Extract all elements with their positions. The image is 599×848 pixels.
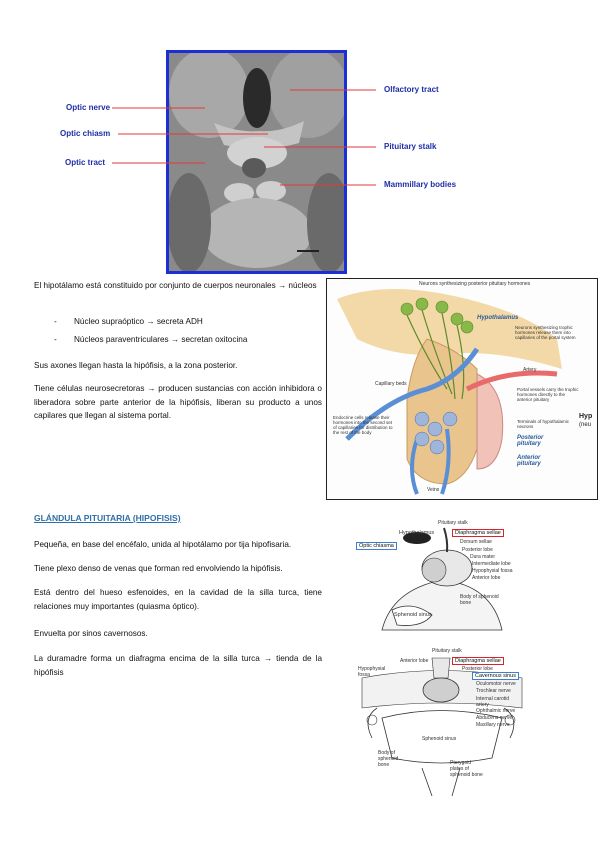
label-sphenoid-sinus: Sphenoid sinus	[394, 612, 432, 618]
label-internal-carotid: Internal carotid artery	[476, 696, 510, 708]
label-hypophysial-fossa: Hypophysial fossa	[472, 568, 513, 574]
paragraph-pequena: Pequeña, en base del encéfalo, unida al …	[34, 540, 292, 549]
portal-system-illustration	[337, 289, 562, 495]
label-optic-tract: Optic tract	[65, 158, 106, 167]
label-oculomotor-nerve: Oculomotor nerve	[476, 681, 516, 687]
paragraph-neurosecretoras: Tiene células neurosecretoras → producen…	[34, 384, 322, 420]
label-maxillary-nerve: Maxillary nerve	[476, 722, 510, 728]
pituitary-coronal-diagram: Pituitary stalk Anterior lobe Diaphragma…	[352, 648, 530, 798]
paragraph-axones: Sus axones llegan hasta la hipófisis, a …	[34, 361, 238, 370]
label-sphenoid-sinus: Sphenoid sinus	[422, 736, 457, 742]
label-posterior-lobe: Posterior lobe	[462, 547, 493, 553]
paragraph-cavernosos: Envuelta por sinos cavernosos.	[34, 629, 148, 638]
label-artery: Artery	[523, 367, 537, 373]
label-ophthalmic-nerve: Ophthalmic nerve	[476, 708, 516, 714]
hypothalamus-pituitary-diagram: Neurons synthesizing posterior pituitary…	[326, 278, 598, 500]
label-pituitary-stalk: Pituitary stalk	[432, 648, 462, 654]
brain-photo-illustration	[169, 53, 344, 271]
label-dura-mater: Dura mater	[470, 554, 496, 560]
label-hypophysial-fossa: Hypophysial fossa	[358, 666, 386, 678]
label-trochlear-nerve: Trochlear nerve	[476, 688, 511, 694]
label-diaphragma-sellae: Diaphragma sellae	[452, 529, 504, 537]
label-body-sphenoid: Body of sphenoid bone	[378, 750, 399, 768]
label-anterior-lobe: Anterior lobe	[400, 658, 429, 664]
label-cavernous-sinus: Cavernous sinus	[472, 672, 519, 680]
paragraph-plexo: Tiene plexo denso de venas que forman re…	[34, 564, 283, 573]
label-capillary-beds: Capillary beds	[375, 381, 407, 387]
label-olfactory-tract: Olfactory tract	[384, 85, 439, 94]
label-anterior-lobe: Anterior lobe	[472, 575, 501, 581]
label-pituitary-stalk: Pituitary stalk	[438, 520, 468, 526]
label-portal-vessels: Portal vessels carry the trophic hormone…	[517, 387, 579, 402]
label-optic-chiasma: Optic chiasma	[356, 542, 397, 550]
label-edge-neu: (neu	[579, 422, 592, 428]
label-posterior-lobe: Posterior lobe	[462, 666, 493, 672]
label-pituitary-stalk: Pituitary stalk	[384, 142, 437, 151]
list-item-text: Núcleo supraóptico → secreta ADH	[74, 317, 203, 326]
label-terminals: Terminals of hypothalamic neurons	[517, 419, 570, 429]
label-diaphragma-sellae: Diaphragma sellae	[452, 657, 504, 665]
label-neurons-posterior: Neurons synthesizing posterior pituitary…	[419, 281, 531, 287]
label-posterior-pituitary: Posterior pituitary	[517, 435, 544, 447]
label-optic-chiasm: Optic chiasm	[60, 129, 111, 138]
label-dorsum-sellae: Dorsum sellae	[460, 539, 492, 545]
paragraph-duramadre: La duramadre forma un diafragma encima d…	[34, 654, 322, 677]
label-intermediate-lobe: Intermediate lobe	[472, 561, 511, 567]
label-anterior-pituitary: Anterior pituitary	[517, 455, 541, 467]
paragraph-hipotalamo: El hipotálamo está constituido por conju…	[34, 281, 317, 290]
coronal-illustration	[361, 657, 523, 797]
label-mammillary-bodies: Mammillary bodies	[384, 180, 457, 189]
label-optic-nerve: Optic nerve	[66, 103, 111, 112]
label-hypothalamus: Hypothalamus	[399, 530, 435, 536]
paragraph-esfenoides: Está dentro del hueso esfenoides, en la …	[34, 588, 322, 611]
label-veins: Veins	[427, 487, 440, 493]
sagittal-illustration	[381, 527, 503, 631]
label-body-sphenoid: Body of sphenoid bone	[460, 594, 499, 606]
label-hypothalamus: Hypothalamus	[477, 315, 519, 321]
label-abducens-nerve: Abducens nerve	[476, 715, 513, 721]
label-neurons-trophic: Neurons synthesizing trophic hormones re…	[515, 325, 576, 340]
label-endocrine-cells: Endocrine cells release their hormones i…	[333, 415, 393, 435]
pituitary-sagittal-diagram: Pituitary stalk Hypothalamus Diaphragma …	[352, 520, 530, 644]
section-title: GLÁNDULA PITUITARIA (HIPOFISIS)	[34, 513, 181, 523]
brain-base-photo	[166, 50, 347, 274]
label-edge-hyp: Hyp	[579, 413, 593, 420]
label-pterygoid-plates: Pterygoid plates of sphenoid bone	[450, 760, 483, 778]
list-item-text: Núcleos paraventriculares → secretan oxi…	[74, 335, 248, 344]
